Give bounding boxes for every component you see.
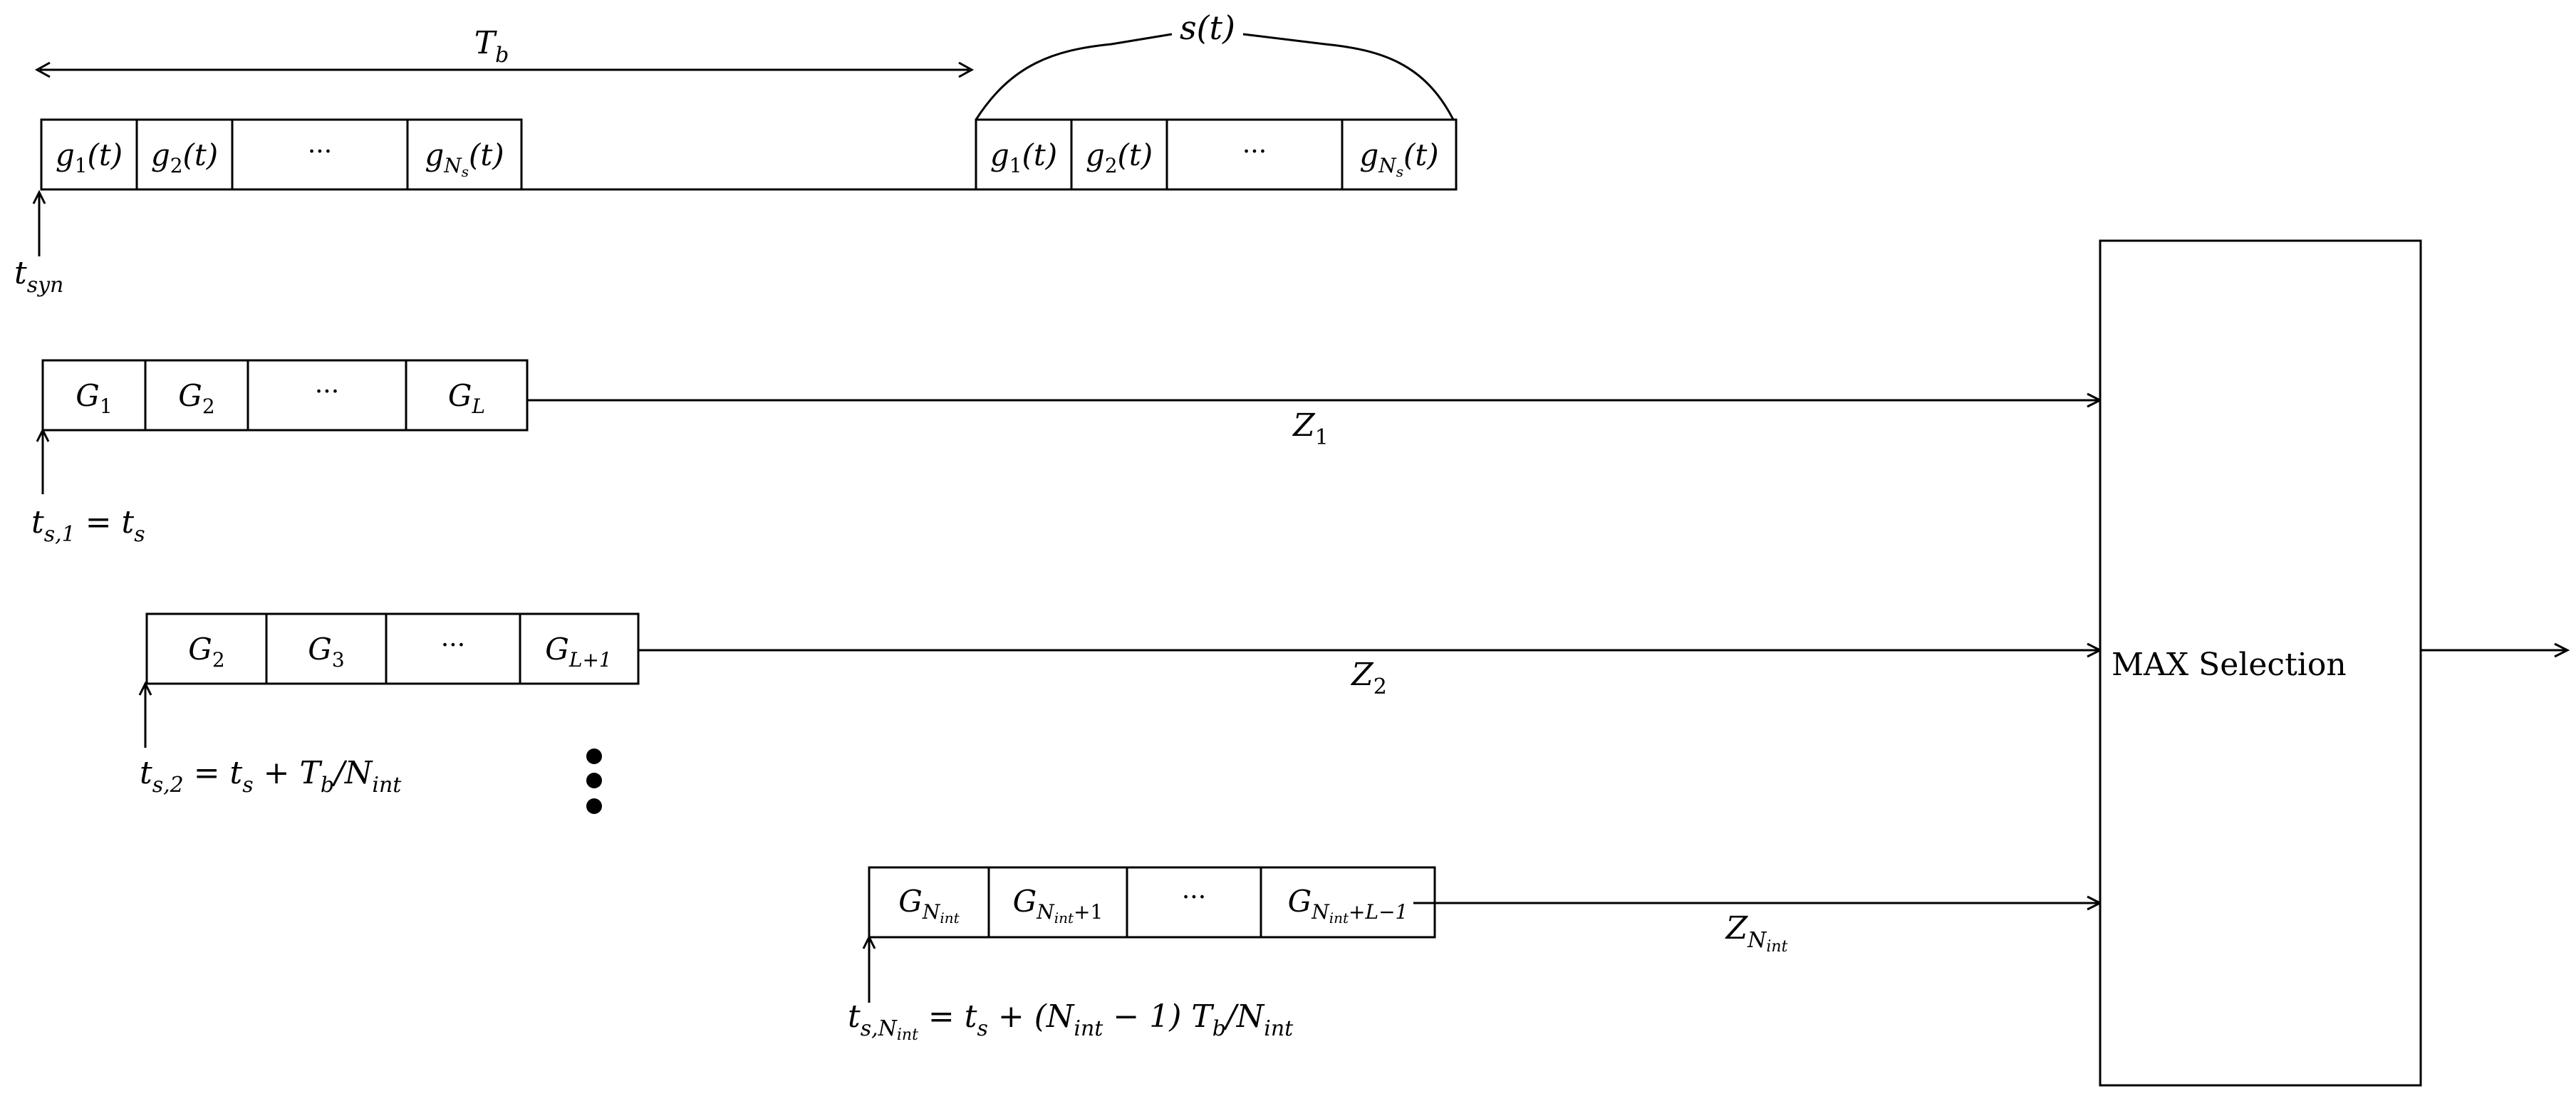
row-cell [1260,866,1436,939]
pulse-group-2: g1(t) g2(t) ··· gNs(t) [975,118,1458,191]
row-cell-label: GNint [898,884,960,927]
pulse-cell-gNs [1341,118,1458,191]
row-cell [405,359,529,432]
pulse-cell-g1 [975,118,1073,191]
row-cell-ellipsis: ··· [315,377,339,407]
row-output-label: Z1 [1292,407,1329,450]
row-cell [145,612,268,685]
row-cell-label: G3 [308,632,344,672]
pulse-label-ellipsis: ··· [1242,137,1267,167]
pulse-cell-ellipsis [1165,118,1344,191]
row-cell-label: GL [448,378,485,418]
max-selection-label: MAX Selection [2112,647,2347,683]
row-cell [1126,866,1262,939]
row-start-arrowhead [138,681,152,696]
row-cell [41,359,147,432]
symbol-period-arrow [34,61,975,78]
row-cell-label: GNint+1 [1013,884,1103,927]
row-cell-label: G2 [188,632,224,672]
pulse-group-1: g1(t) g2(t) ··· gNs(t) [40,118,523,191]
selector-output-arrowhead [2554,642,2570,658]
correlator-row-2: G2 G3 ··· GL+1 Z2 ts,2 = ts + Tb/Nint [138,612,2103,798]
pulse-cell-gNs [406,118,523,191]
row-cell-label: G1 [76,378,112,418]
row-start-label: ts,Nint = ts + (Nint − 1) Tb/Nint [848,998,1294,1044]
row-start-arrowhead [36,427,50,442]
row-cell [385,612,521,685]
row-cell [987,866,1128,939]
row-cell-label: G2 [178,378,214,418]
pulse-label-g2: g2(t) [1086,137,1153,177]
row-cell-label: GNint+L−1 [1288,884,1408,927]
vertical-ellipsis [586,748,602,814]
row-cell [519,612,640,685]
pulse-cell-g2 [1070,118,1168,191]
pulse-label-g1: g1(t) [56,137,123,177]
row-start-arrowhead [862,934,876,949]
correlator-row-1: G1 G2 ··· GL Z1 ts,1 = ts [31,359,2103,547]
pulse-cell-g2 [135,118,234,191]
row-cell [265,612,388,685]
pulse-cell-g1 [40,118,138,191]
row-start-label: ts,1 = ts [31,504,145,547]
row-cell-label: GL+1 [545,632,611,672]
sync-time-marker [32,189,46,256]
signal-label: s(t) [1180,9,1235,47]
max-selection-block [2099,239,2422,1087]
pulse-label-g1: g1(t) [990,137,1057,177]
row-start-label: ts,2 = ts + Tb/Nint [140,755,402,798]
pulse-cell-ellipsis [231,118,409,191]
signal-brace [975,33,1455,120]
row-output-label: Z2 [1350,657,1387,699]
row-cell-ellipsis: ··· [441,631,465,660]
correlator-row-n: GNint GNint+1 ··· GNint+L−1 ZNint ts,Nin… [848,866,2103,1044]
row-cell-ellipsis: ··· [1182,883,1206,912]
symbol-period-label: Tb [474,25,509,68]
pulse-label-gNs: gNs(t) [425,137,504,180]
sync-time-label: tsyn [14,255,63,298]
pulse-label-gNs: gNs(t) [1359,137,1438,180]
pulse-label-g2: g2(t) [151,137,218,177]
row-cell [144,359,249,432]
row-cell [246,359,407,432]
row-output-label: ZNint [1725,910,1788,956]
pulse-label-ellipsis: ··· [308,137,332,167]
